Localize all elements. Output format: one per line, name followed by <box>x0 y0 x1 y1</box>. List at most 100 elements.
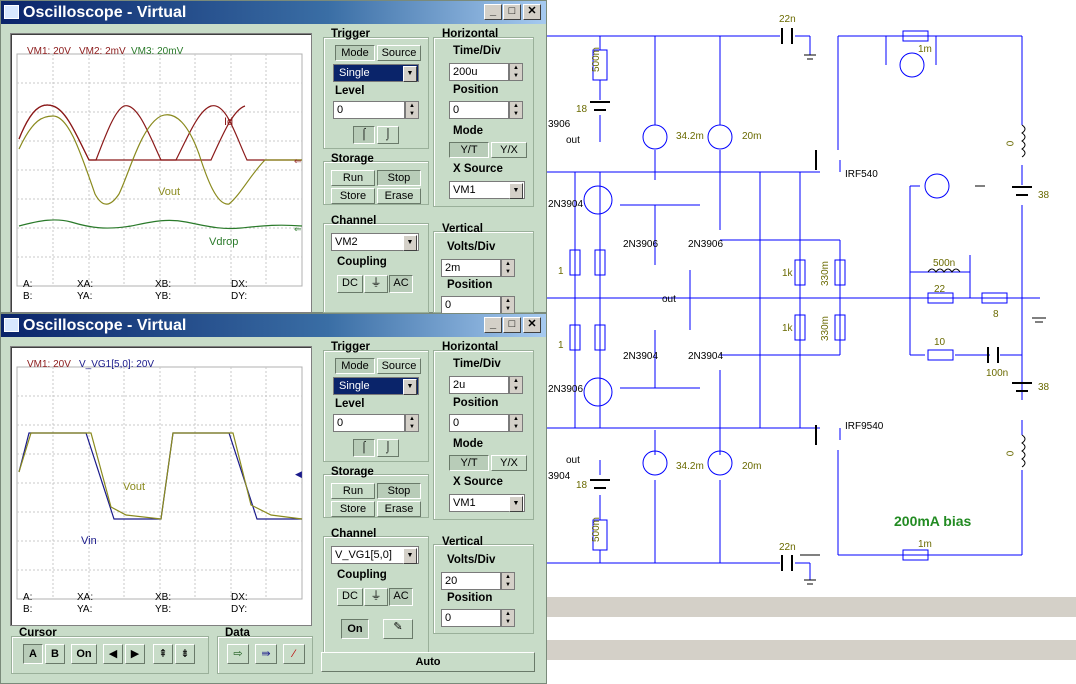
voltsdiv-input[interactable]: 2m <box>441 259 501 277</box>
clear-data-icon[interactable]: ⁄ <box>283 644 305 664</box>
maximize-icon[interactable]: □ <box>503 4 521 20</box>
cursor-right-icon[interactable]: ▶ <box>125 644 145 664</box>
window-titlebar[interactable]: Oscilloscope - Virtual _ □ ✕ <box>1 314 546 337</box>
timediv-input[interactable]: 2u <box>449 376 509 394</box>
timediv-label: Time/Div <box>453 358 501 370</box>
timediv-spinner[interactable]: ▲▼ <box>509 63 523 81</box>
channel-select[interactable]: VM2▼ <box>331 233 419 251</box>
falling-edge-icon[interactable]: ⌡ <box>377 439 399 457</box>
transistor-label: 2N3906 <box>623 239 659 250</box>
timediv-spinner[interactable]: ▲▼ <box>509 376 523 394</box>
voltsdiv-spinner[interactable]: ▲▼ <box>501 572 515 590</box>
resistor-label: 330m <box>820 315 832 342</box>
channel-on-button[interactable]: On <box>341 619 369 639</box>
voltsdiv-input[interactable]: 20 <box>441 572 501 590</box>
dc-button[interactable]: DC <box>337 275 363 293</box>
level-spinner[interactable]: ▲▼ <box>405 414 419 432</box>
stop-button[interactable]: Stop <box>377 170 421 186</box>
trigger-mode-select[interactable]: Single▼ <box>333 64 419 82</box>
falling-edge-icon[interactable]: ⌡ <box>377 126 399 144</box>
close-icon[interactable]: ✕ <box>523 4 541 20</box>
trigger-source-button[interactable]: Source <box>377 45 421 61</box>
capacitor-label: 22n <box>779 14 796 25</box>
save-data-icon[interactable]: ⇛ <box>255 644 277 664</box>
chevron-down-icon[interactable]: ▼ <box>403 66 417 82</box>
current-source-label: 20m <box>742 131 762 142</box>
mode-label: Mode <box>453 438 484 450</box>
battery-label: 38 <box>1038 190 1050 201</box>
minimize-icon[interactable]: _ <box>484 4 502 20</box>
close-icon[interactable]: ✕ <box>523 317 541 333</box>
xsource-select[interactable]: VM1▼ <box>449 494 525 512</box>
scope-display[interactable]: ◀ VM1: 20V V_VG1[5,0]: 20V Vout Vin A: X… <box>10 346 312 626</box>
scope-display[interactable]: ⇐ ⇐ VM1: 20V VM2: 2mV VM3: 20mV Id Vout … <box>10 33 312 313</box>
yx-button[interactable]: Y/X <box>491 455 527 471</box>
resistor-label: 1m <box>918 44 932 55</box>
vm1-label: VM1: 20V <box>27 46 71 57</box>
net-label-out: out <box>662 294 676 305</box>
chevron-down-icon[interactable]: ▼ <box>403 548 417 564</box>
channel-select[interactable]: V_VG1[5,0]▼ <box>331 546 419 564</box>
level-input[interactable]: 0 <box>333 414 405 432</box>
rising-edge-icon[interactable]: ⌠ <box>353 439 375 457</box>
cursor-on-button[interactable]: On <box>71 644 97 664</box>
timediv-input[interactable]: 200u <box>449 63 509 81</box>
erase-button[interactable]: Erase <box>377 188 421 204</box>
run-button[interactable]: Run <box>331 483 375 499</box>
trigger-source-button[interactable]: Source <box>377 358 421 374</box>
trigger-title: Trigger <box>331 341 370 353</box>
net-label-out: out <box>566 455 580 466</box>
ground-icon[interactable]: ⏚ <box>364 275 388 293</box>
chevron-down-icon[interactable]: ▼ <box>403 235 417 251</box>
yx-button[interactable]: Y/X <box>491 142 527 158</box>
auto-button[interactable]: Auto <box>321 652 535 672</box>
minimize-icon[interactable]: _ <box>484 317 502 333</box>
inductor-label: 500n <box>933 258 956 269</box>
cursor-down-icon[interactable]: ⇟ <box>175 644 195 664</box>
coupling-label: Coupling <box>337 569 387 581</box>
chevron-down-icon[interactable]: ▼ <box>509 496 523 512</box>
chevron-down-icon[interactable]: ▼ <box>403 379 417 395</box>
rising-edge-icon[interactable]: ⌠ <box>353 126 375 144</box>
ac-button[interactable]: AC <box>389 588 413 606</box>
cursor-b-button[interactable]: B <box>45 644 65 664</box>
voltsdiv-label: Volts/Div <box>447 554 496 566</box>
cursor-up-icon[interactable]: ⇞ <box>153 644 173 664</box>
yt-button[interactable]: Y/T <box>449 142 489 158</box>
xsource-select[interactable]: VM1▼ <box>449 181 525 199</box>
trace-vout <box>18 114 302 205</box>
voltsdiv-spinner[interactable]: ▲▼ <box>501 259 515 277</box>
cursor-a-button[interactable]: A <box>23 644 43 664</box>
level-spinner[interactable]: ▲▼ <box>405 101 419 119</box>
h-position-spinner[interactable]: ▲▼ <box>509 414 523 432</box>
window-titlebar[interactable]: Oscilloscope - Virtual _ □ ✕ <box>1 1 546 24</box>
cursor-readout: XB: <box>155 592 172 603</box>
cursor-left-icon[interactable]: ◀ <box>103 644 123 664</box>
ac-button[interactable]: AC <box>389 275 413 293</box>
erase-button[interactable]: Erase <box>377 501 421 517</box>
store-button[interactable]: Store <box>331 188 375 204</box>
trigger-mode-button[interactable]: Mode <box>335 358 375 374</box>
v-position-input[interactable]: 0 <box>441 609 501 627</box>
export-data-icon[interactable]: ⇨ <box>227 644 249 664</box>
trigger-mode-select[interactable]: Single▼ <box>333 377 419 395</box>
run-button[interactable]: Run <box>331 170 375 186</box>
dc-button[interactable]: DC <box>337 588 363 606</box>
v-position-spinner[interactable]: ▲▼ <box>501 296 515 314</box>
ground-icon[interactable]: ⏚ <box>364 588 388 606</box>
yt-button[interactable]: Y/T <box>449 455 489 471</box>
h-position-spinner[interactable]: ▲▼ <box>509 101 523 119</box>
stop-button[interactable]: Stop <box>377 483 421 499</box>
pen-icon[interactable]: ✎ <box>383 619 413 639</box>
level-input[interactable]: 0 <box>333 101 405 119</box>
h-position-input[interactable]: 0 <box>449 414 509 432</box>
v-position-spinner[interactable]: ▲▼ <box>501 609 515 627</box>
resistor-label: 1m <box>918 539 932 550</box>
maximize-icon[interactable]: □ <box>503 317 521 333</box>
trigger-mode-button[interactable]: Mode <box>335 45 375 61</box>
v-position-input[interactable]: 0 <box>441 296 501 314</box>
chevron-down-icon[interactable]: ▼ <box>509 183 523 199</box>
store-button[interactable]: Store <box>331 501 375 517</box>
h-position-input[interactable]: 0 <box>449 101 509 119</box>
